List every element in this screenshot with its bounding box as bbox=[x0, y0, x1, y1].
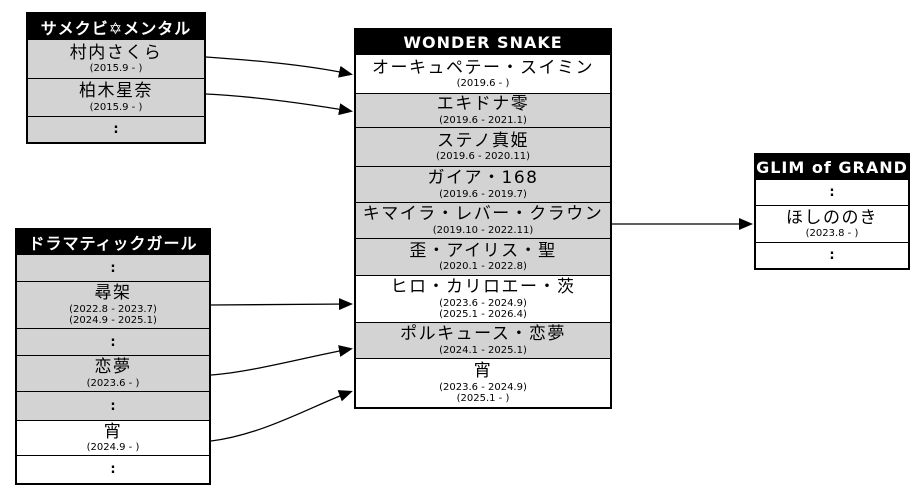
member-name: 尋架 bbox=[94, 283, 132, 304]
member-name: 宵 bbox=[473, 361, 493, 382]
ellipsis-mark: : bbox=[110, 462, 116, 477]
member-row-gaia-168: ガイア・168 (2019.6 - 2019.7) bbox=[356, 166, 610, 202]
member-dates: (2024.9 - 2025.1) bbox=[69, 314, 157, 326]
ellipsis-row: : bbox=[756, 179, 908, 205]
member-name: ガイア・168 bbox=[427, 168, 539, 189]
ellipsis-row: : bbox=[28, 116, 204, 142]
group-title: WONDER SNAKE bbox=[356, 30, 610, 54]
member-dates: (2023.6 - 2024.9) bbox=[439, 297, 527, 309]
group-box-dramatic-girl: ドラマティックガール : 尋架 (2022.8 - 2023.7) (2024.… bbox=[15, 228, 211, 485]
member-row-hoshinonoki: ほしののき (2023.8 - ) bbox=[756, 205, 908, 242]
ellipsis-mark: : bbox=[829, 248, 835, 263]
member-dates: (2023.6 - ) bbox=[86, 377, 140, 389]
member-name: 歪・アイリス・聖 bbox=[409, 240, 557, 261]
member-dates: (2025.1 - ) bbox=[456, 392, 510, 404]
member-name: ヒロ・カリロエー・茨 bbox=[390, 277, 576, 298]
member-row-murauchi-sakura: 村内さくら (2015.9 - ) bbox=[28, 39, 204, 78]
group-box-samekubi-mental: サメクビ✡メンタル 村内さくら (2015.9 - ) 柏木星奈 (2015.9… bbox=[26, 12, 206, 144]
member-dates: (2019.6 - 2021.1) bbox=[439, 114, 527, 126]
member-row-yoi: 宵 (2024.9 - ) bbox=[17, 420, 209, 455]
group-title: サメクビ✡メンタル bbox=[28, 14, 204, 39]
ellipsis-row: : bbox=[17, 391, 209, 420]
member-row-hiro-kallirhoe-ibara: ヒロ・カリロエー・茨 (2023.6 - 2024.9) (2025.1 - 2… bbox=[356, 275, 610, 322]
member-dates: (2023.6 - 2024.9) bbox=[439, 381, 527, 393]
member-row-chimera-lever-crown: キマイラ・レバー・クラウン (2019.10 - 2022.11) bbox=[356, 202, 610, 238]
ellipsis-mark: : bbox=[829, 185, 835, 200]
ellipsis-row: : bbox=[756, 242, 908, 268]
member-row-phorcys-koimu: ポルキュース・恋夢 (2024.1 - 2025.1) bbox=[356, 322, 610, 358]
group-box-glim-of-grand: GLIM of GRAND : ほしののき (2023.8 - ) : bbox=[754, 153, 910, 270]
group-title: GLIM of GRAND bbox=[756, 155, 908, 179]
member-name: ほしののき bbox=[786, 207, 878, 228]
member-name: 柏木星奈 bbox=[79, 81, 153, 102]
member-name: エキドナ零 bbox=[436, 94, 530, 115]
member-row-yoi-ws: 宵 (2023.6 - 2024.9) (2025.1 - ) bbox=[356, 358, 610, 407]
ellipsis-mark: : bbox=[110, 398, 116, 414]
member-row-stheno-maki: ステノ真姫 (2019.6 - 2020.11) bbox=[356, 127, 610, 166]
ellipsis-mark: : bbox=[113, 122, 119, 137]
ellipsis-row: : bbox=[17, 254, 209, 281]
member-dates: (2024.1 - 2025.1) bbox=[439, 344, 527, 356]
edge-murauchi-to-ocypete bbox=[205, 56, 353, 78]
member-row-kashiwagi-seina: 柏木星奈 (2015.9 - ) bbox=[28, 78, 204, 116]
member-name: 村内さくら bbox=[69, 42, 163, 63]
edge-jinka-to-hiro-kallirhoe bbox=[210, 298, 353, 311]
member-dates: (2022.8 - 2023.7) bbox=[69, 303, 157, 315]
member-row-jinka: 尋架 (2022.8 - 2023.7) (2024.9 - 2025.1) bbox=[17, 281, 209, 328]
member-dates: (2015.9 - ) bbox=[89, 63, 143, 75]
member-dates: (2019.6 - 2020.11) bbox=[435, 151, 531, 163]
group-title: ドラマティックガール bbox=[17, 230, 209, 254]
member-row-hizumi-iris-sei: 歪・アイリス・聖 (2020.1 - 2022.8) bbox=[356, 238, 610, 275]
edge-yoi-to-yoi bbox=[210, 390, 353, 442]
ellipsis-mark: : bbox=[110, 260, 116, 276]
member-dates: (2019.6 - 2019.7) bbox=[439, 188, 527, 200]
member-row-koimu: 恋夢 (2023.6 - ) bbox=[17, 355, 209, 391]
edge-kashiwagi-to-echidna bbox=[205, 93, 353, 116]
member-name: ポルキュース・恋夢 bbox=[400, 324, 566, 345]
ellipsis-row: : bbox=[17, 328, 209, 355]
member-dates: (2025.1 - 2026.4) bbox=[439, 308, 527, 320]
member-name: 宵 bbox=[103, 421, 123, 442]
member-row-echidna-rei: エキドナ零 (2019.6 - 2021.1) bbox=[356, 93, 610, 127]
member-dates: (2020.1 - 2022.8) bbox=[439, 261, 527, 273]
member-name: キマイラ・レバー・クラウン bbox=[362, 204, 604, 225]
member-name: ステノ真姫 bbox=[437, 130, 529, 151]
member-dates: (2019.10 - 2022.11) bbox=[432, 224, 534, 236]
group-box-wonder-snake: WONDER SNAKE オーキュペテー・スイミン (2019.6 - ) エキ… bbox=[354, 28, 612, 409]
member-dates: (2015.9 - ) bbox=[89, 101, 143, 113]
ellipsis-mark: : bbox=[110, 334, 116, 350]
edge-koimu-to-phorcys bbox=[210, 345, 353, 376]
member-dates: (2024.9 - ) bbox=[86, 442, 140, 454]
member-dates: (2023.8 - ) bbox=[805, 228, 859, 240]
member-name: オーキュペテー・スイミン bbox=[372, 57, 594, 78]
member-row-ocypete-suimin: オーキュペテー・スイミン (2019.6 - ) bbox=[356, 54, 610, 93]
ellipsis-row: : bbox=[17, 455, 209, 483]
member-name: 恋夢 bbox=[94, 357, 132, 378]
member-dates: (2019.6 - ) bbox=[456, 78, 510, 90]
